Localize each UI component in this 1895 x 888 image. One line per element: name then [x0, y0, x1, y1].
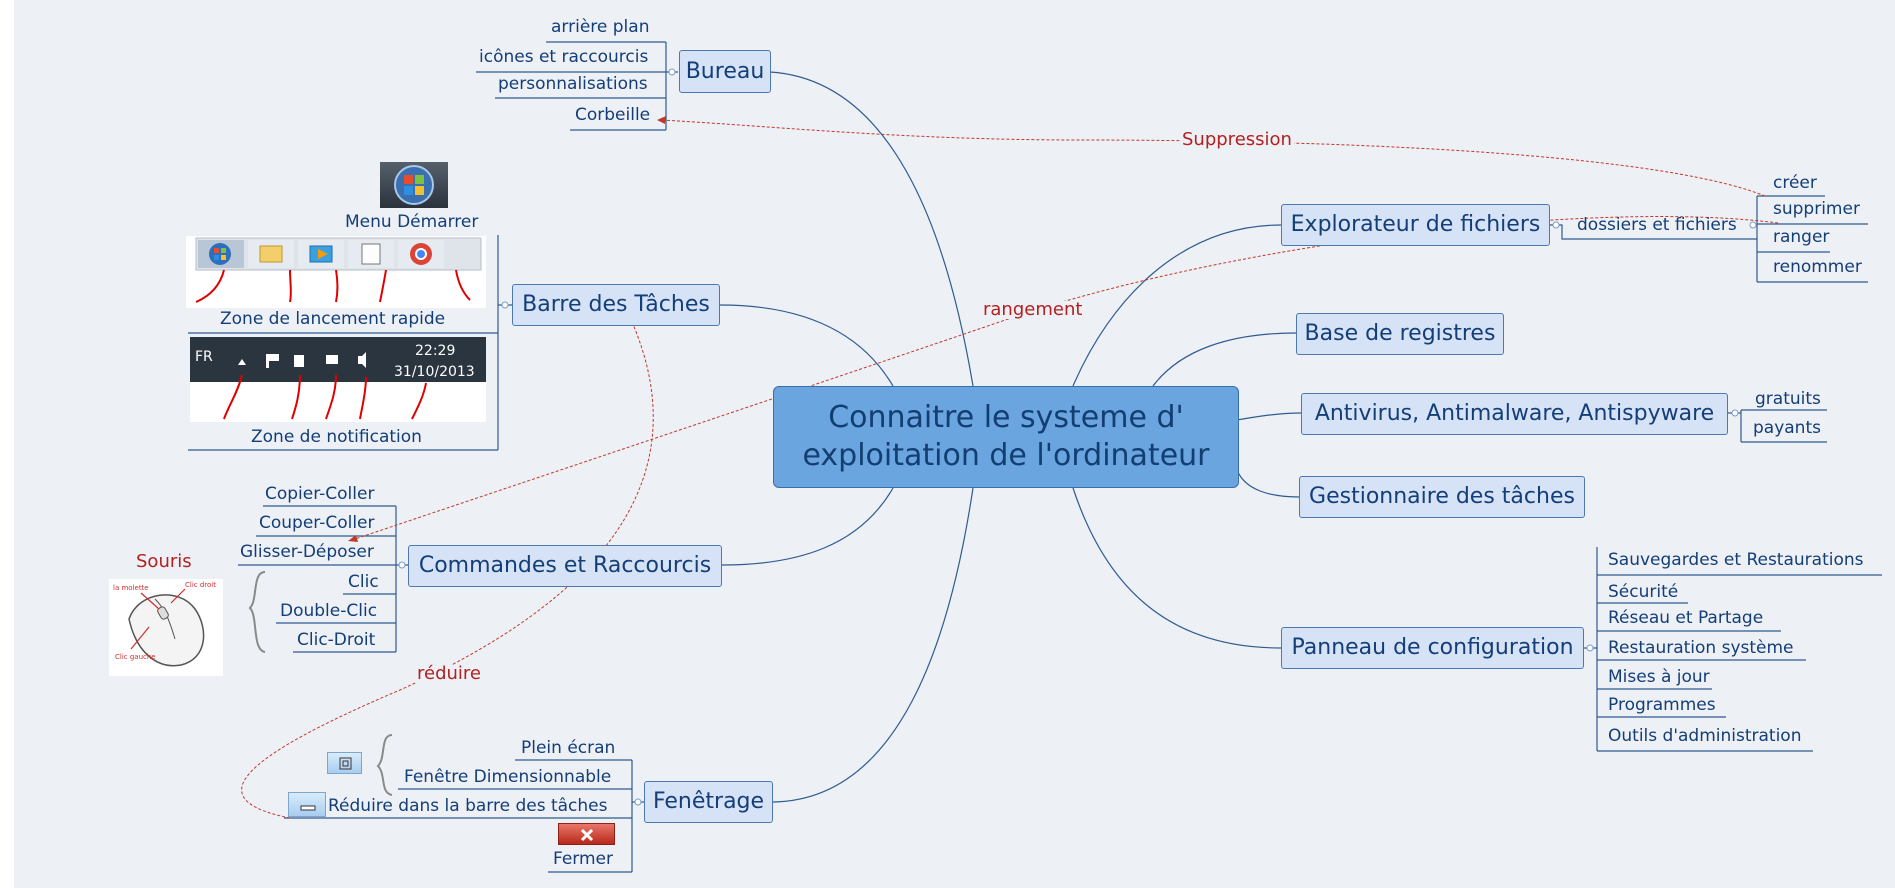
topic-explorateur[interactable]: Explorateur de fichiers	[1281, 204, 1550, 246]
relation-rangement[interactable]: rangement	[981, 299, 1085, 320]
commande-clic[interactable]: Clic	[348, 572, 379, 592]
antivirus-payants[interactable]: payants	[1753, 418, 1821, 438]
topic-commandes-label: Commandes et Raccourcis	[418, 553, 712, 578]
start-orb-image	[380, 162, 448, 208]
relation-suppression[interactable]: Suppression	[1180, 129, 1294, 150]
zone-lancement-caption: Zone de lancement rapide	[220, 309, 446, 329]
topic-gestionnaire-taches[interactable]: Gestionnaire des tâches	[1299, 476, 1585, 518]
mouse-label-clic-gauche: Clic gauche	[115, 653, 156, 661]
bureau-item-arriere-plan[interactable]: arrière plan	[551, 17, 650, 37]
topic-base-de-registres[interactable]: Base de registres	[1296, 313, 1504, 355]
zone-notification-caption: Zone de notification	[251, 427, 422, 447]
commande-glisser-deposer[interactable]: Glisser-Déposer	[240, 542, 374, 562]
commande-double-clic[interactable]: Double-Clic	[280, 601, 378, 621]
topic-fenetrage[interactable]: Fenêtrage	[644, 781, 773, 823]
antivirus-gratuits[interactable]: gratuits	[1755, 389, 1821, 409]
bureau-item-personnalisations[interactable]: personnalisations	[498, 74, 648, 94]
notification-area-image	[190, 337, 486, 422]
topic-antivirus-label: Antivirus, Antimalware, Antispyware	[1314, 401, 1715, 426]
canvas-margin	[0, 0, 14, 888]
mouse-label-clic-droit: Clic droit	[185, 581, 216, 589]
topic-bureau-label: Bureau	[685, 58, 765, 84]
fenetrage-plein-ecran[interactable]: Plein écran	[521, 738, 616, 758]
mouse-label-molette: la molette	[113, 584, 149, 592]
menu-demarrer-caption: Menu Démarrer	[345, 212, 479, 232]
fenetrage-reduire[interactable]: Réduire dans la barre des tâches	[328, 796, 608, 816]
central-title-line1: Connaitre le systeme d'	[828, 400, 1184, 435]
central-title-line2: exploitation de l'ordinateur	[802, 438, 1210, 473]
minimize-window-icon	[288, 792, 326, 817]
topic-panneau-configuration[interactable]: Panneau de configuration	[1281, 627, 1584, 669]
commande-copier-coller[interactable]: Copier-Coller	[265, 484, 375, 504]
topic-commandes[interactable]: Commandes et Raccourcis	[408, 545, 722, 587]
panneau-outils-admin[interactable]: Outils d'administration	[1608, 726, 1802, 746]
commande-clic-droit[interactable]: Clic-Droit	[297, 630, 376, 650]
quick-launch-image	[186, 236, 486, 308]
souris-label: Souris	[136, 551, 192, 572]
topic-bureau[interactable]: Bureau	[679, 50, 771, 93]
close-window-icon	[558, 823, 615, 845]
relation-reduire[interactable]: réduire	[415, 663, 483, 684]
explorateur-supprimer[interactable]: supprimer	[1773, 199, 1860, 219]
fenetrage-dimensionnable[interactable]: Fenêtre Dimensionnable	[404, 767, 612, 787]
tray-date: 31/10/2013	[394, 364, 475, 380]
topic-explorateur-label: Explorateur de fichiers	[1290, 212, 1541, 237]
explorateur-ranger[interactable]: ranger	[1773, 227, 1830, 247]
commande-couper-coller[interactable]: Couper-Coller	[259, 513, 375, 533]
topic-fenetrage-label: Fenêtrage	[652, 789, 765, 814]
topic-antivirus[interactable]: Antivirus, Antimalware, Antispyware	[1301, 393, 1728, 435]
panneau-sauvegardes[interactable]: Sauvegardes et Restaurations	[1608, 550, 1864, 570]
fenetrage-fermer[interactable]: Fermer	[553, 849, 614, 869]
mouse-diagram-image: la molette Clic droit Clic gauche	[109, 579, 223, 676]
explorateur-dossiers-fichiers[interactable]: dossiers et fichiers	[1577, 215, 1737, 235]
panneau-securite[interactable]: Sécurité	[1608, 582, 1679, 602]
bureau-item-icones[interactable]: icônes et raccourcis	[479, 47, 649, 67]
bureau-item-corbeille[interactable]: Corbeille	[575, 105, 651, 125]
topic-panneau-label: Panneau de configuration	[1291, 635, 1574, 660]
topic-barre-label: Barre des Tâches	[522, 292, 710, 317]
explorateur-creer[interactable]: créer	[1773, 173, 1817, 193]
topic-registres-label: Base de registres	[1304, 321, 1496, 346]
topic-gestionnaire-label: Gestionnaire des tâches	[1309, 484, 1575, 509]
panneau-programmes[interactable]: Programmes	[1608, 695, 1716, 715]
panneau-mises-a-jour[interactable]: Mises à jour	[1608, 667, 1710, 687]
topic-barre-des-taches[interactable]: Barre des Tâches	[512, 284, 720, 326]
tray-language: FR	[195, 349, 213, 365]
tray-time: 22:29	[415, 343, 456, 359]
panneau-restauration[interactable]: Restauration système	[1608, 638, 1794, 658]
panneau-reseau[interactable]: Réseau et Partage	[1608, 608, 1764, 628]
restore-window-icon	[327, 752, 362, 774]
explorateur-renommer[interactable]: renommer	[1773, 257, 1862, 277]
central-topic[interactable]: Connaitre le systeme d' exploitation de …	[773, 386, 1239, 488]
